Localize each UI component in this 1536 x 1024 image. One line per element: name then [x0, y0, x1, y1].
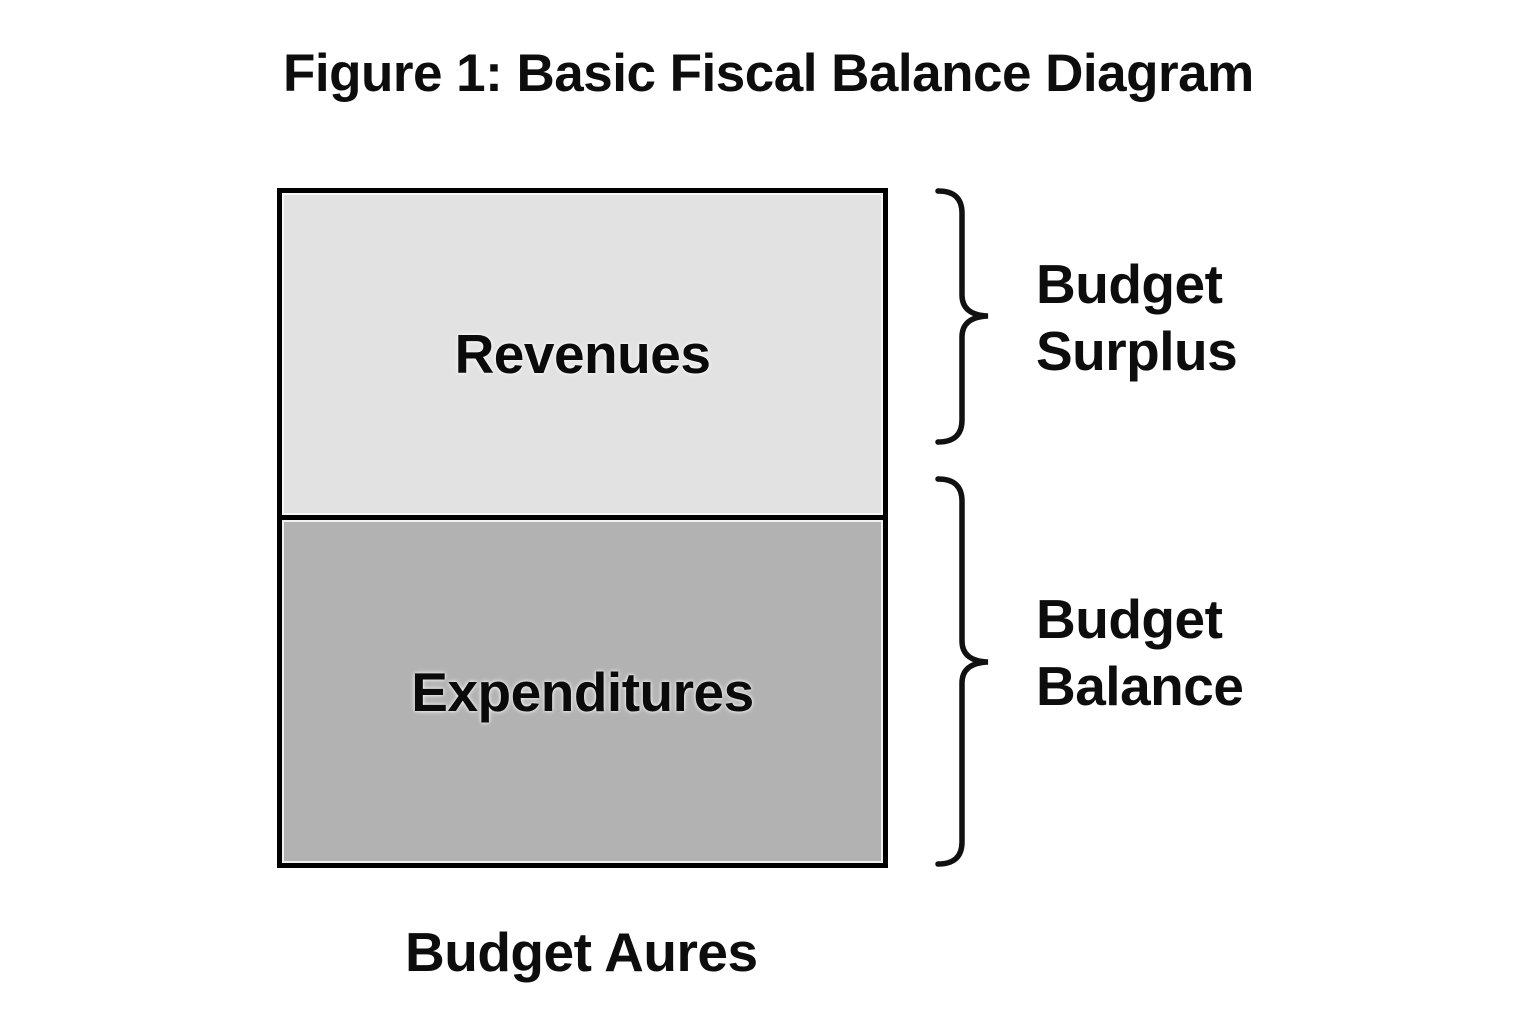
braces: [935, 188, 989, 867]
expenditures-box: Expenditures: [282, 520, 883, 863]
bottom-axis-label: Budget Aures: [405, 921, 758, 983]
figure-title: Figure 1: Basic Fiscal Balance Diagram: [283, 44, 1254, 103]
fiscal-balance-stack: Revenues Expenditures: [277, 188, 888, 868]
expenditures-label: Expenditures: [411, 660, 754, 723]
budget-surplus-line2: Surplus: [1036, 320, 1238, 382]
balance-brace-icon: [935, 476, 989, 867]
budget-surplus-label: Budget Surplus: [1036, 251, 1238, 385]
surplus-brace-icon: [935, 188, 989, 445]
budget-balance-label: Budget Balance: [1036, 586, 1244, 720]
budget-balance-line1: Budget: [1036, 588, 1223, 650]
revenues-label: Revenues: [454, 323, 711, 385]
budget-balance-line2: Balance: [1036, 655, 1244, 717]
box-divider: [282, 515, 883, 520]
budget-surplus-line1: Budget: [1036, 253, 1223, 315]
revenues-box: Revenues: [282, 193, 883, 515]
